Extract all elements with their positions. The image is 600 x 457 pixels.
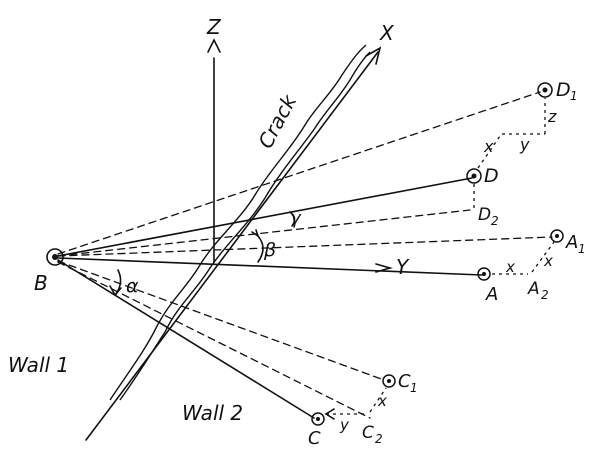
c-y-arrowhead	[324, 408, 335, 420]
point-a2-subscript: 2	[541, 288, 549, 302]
y-axis-line	[57, 257, 483, 276]
crack-edge-left	[109, 44, 367, 401]
point-c-label: C	[308, 428, 321, 449]
point-d1-label: D	[556, 79, 571, 101]
point-a-center	[482, 272, 486, 276]
line-b-c	[57, 259, 315, 419]
crack-edge-right	[119, 51, 371, 401]
y-axis-label: Y	[396, 255, 410, 279]
z-axis-label: Z	[206, 15, 222, 39]
c-x-displacement	[369, 387, 387, 413]
disp-x-a2-label: x	[543, 252, 553, 270]
angle-alpha-label: α	[126, 275, 139, 297]
x-axis-arrowhead	[365, 46, 382, 65]
point-c1-center	[387, 379, 391, 383]
beta-arc	[257, 235, 264, 263]
point-c1-label: C	[398, 371, 411, 392]
ray-b-c1	[57, 260, 385, 381]
crack-label: Crack	[253, 89, 302, 152]
point-d-label: D	[484, 165, 499, 187]
line-b-d	[57, 177, 473, 257]
point-d1-subscript: 1	[570, 89, 578, 103]
disp-y-d-label: y	[519, 135, 530, 154]
point-d2-subscript: 2	[491, 214, 499, 228]
point-a-marker	[477, 267, 491, 281]
point-b-center	[52, 254, 58, 260]
disp-z-d-label: z	[547, 107, 557, 126]
disp-x-a-label: x	[505, 258, 515, 276]
alpha-arrowhead	[109, 285, 122, 297]
x-axis-label: X	[379, 21, 395, 45]
point-a-label: A	[485, 284, 498, 305]
point-c-marker	[311, 412, 325, 426]
point-a2-label: A	[527, 279, 540, 299]
point-d1-marker	[537, 82, 553, 98]
point-a1-center	[555, 234, 559, 238]
point-b-marker	[46, 248, 64, 266]
point-c-center	[316, 417, 320, 421]
z-axis-arrowhead	[207, 38, 221, 53]
angle-gamma-label: γ	[290, 208, 302, 229]
beta-arrowhead	[251, 229, 260, 238]
point-c1-subscript: 1	[410, 381, 418, 395]
ray-b-c2	[57, 261, 371, 419]
wall1-label: Wall 1	[8, 353, 69, 377]
disp-x-d-label: x	[483, 137, 494, 156]
point-a1-label: A	[565, 232, 578, 253]
point-c1-marker	[382, 374, 396, 388]
gamma-arc	[289, 211, 296, 227]
ray-b-d2	[57, 209, 471, 257]
point-d-marker	[466, 168, 482, 184]
point-b-label: B	[34, 271, 48, 295]
disp-y-c-label: y	[339, 416, 350, 434]
wall2-label: Wall 2	[182, 401, 243, 425]
x-axis-line	[85, 51, 379, 441]
point-c2-label: C	[362, 423, 374, 443]
angle-beta-label: β	[263, 239, 276, 261]
ray-b-d1	[57, 91, 541, 255]
disp-x-c-label: x	[377, 392, 387, 410]
point-d-center	[471, 173, 477, 179]
point-a1-marker	[550, 229, 564, 243]
point-d2-label: D	[478, 205, 491, 225]
point-c2-subscript: 2	[375, 432, 383, 446]
point-a1-subscript: 1	[578, 242, 586, 256]
ray-b-a1	[57, 236, 553, 257]
y-axis-arrowhead	[375, 263, 393, 273]
point-d1-center	[542, 87, 548, 93]
